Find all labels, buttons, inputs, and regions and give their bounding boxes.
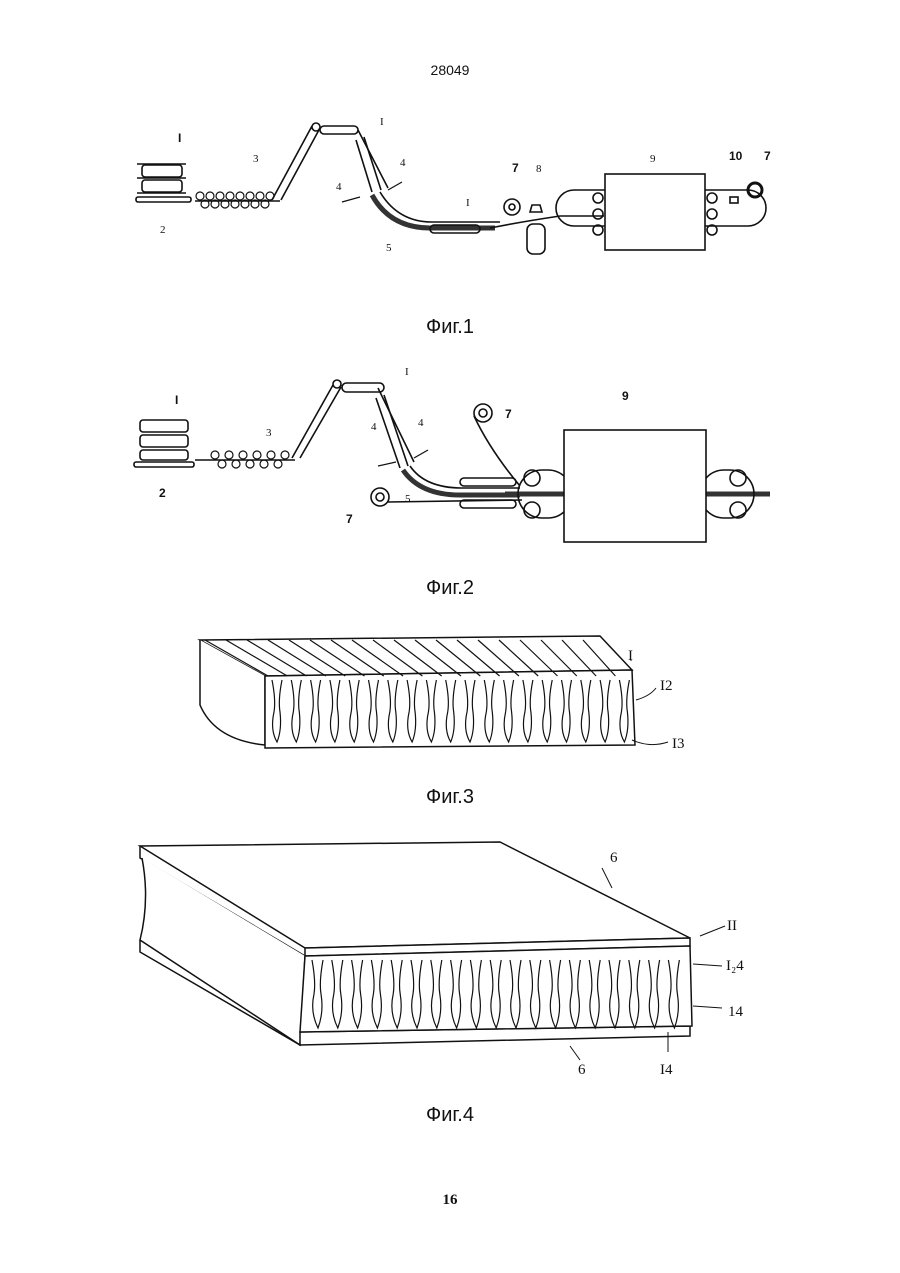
label-bottom-sheet: 6 [578,1062,586,1078]
label-rollers: 3 [253,153,259,165]
label-core: II [727,918,737,934]
label-fiber-stack: I [175,393,178,407]
figure-1-drawing: I 2 3 I 4 4 5 I 7 8 9 10 7 [0,110,900,270]
label-oven: 9 [650,153,656,165]
label-channel: 5 [386,242,392,254]
label-fold: I₂4 [726,958,744,974]
label-guide-left: 4 [336,181,342,193]
page-number-top: 28049 [0,62,900,78]
label-top-belt: I [380,116,384,128]
label-oven: 9 [622,389,629,403]
label-guide-right: 4 [418,417,424,429]
label-web: I [628,648,633,664]
label-base: 2 [160,224,166,236]
figure-4-drawing: 6 II I₂4 14 6 I4 [0,838,900,1078]
label-roll-bottom: 7 [346,512,353,526]
label-top-sheet: 6 [610,850,618,866]
label-channel: 5 [405,493,411,505]
page-number-bottom: 16 [0,1192,900,1209]
label-roll-top: 7 [505,407,512,421]
label-top-belt: I [405,366,409,378]
label-guide-left: 4 [371,421,377,433]
fiber-stack-1 [136,164,191,202]
label-sprayer: 8 [536,163,542,175]
figure-1-caption: Фиг.1 [0,316,900,339]
label-rollers: 3 [266,427,272,439]
figure-4-caption: Фиг.4 [0,1104,900,1127]
label-bottom-fold: I4 [660,1062,673,1078]
label-side: 14 [728,1004,744,1020]
figure-3-drawing: I I2 I3 [0,625,900,765]
label-roll: 7 [512,161,519,175]
label-belt-mid: I [466,197,470,209]
figure-3-caption: Фиг.3 [0,786,900,809]
figure-2-caption: Фиг.2 [0,577,900,600]
label-fold: I2 [660,678,673,694]
fiber-stack-2 [134,420,194,467]
label-fiber-stack: I [178,131,181,145]
figure-2-drawing: I 2 3 I 4 4 5 7 7 9 [0,365,900,540]
label-base: 2 [159,486,166,500]
label-guide-right: 4 [400,157,406,169]
label-roll-out: 7 [764,149,771,163]
label-cutter: 10 [729,149,743,163]
label-fold-base: I3 [672,736,685,752]
